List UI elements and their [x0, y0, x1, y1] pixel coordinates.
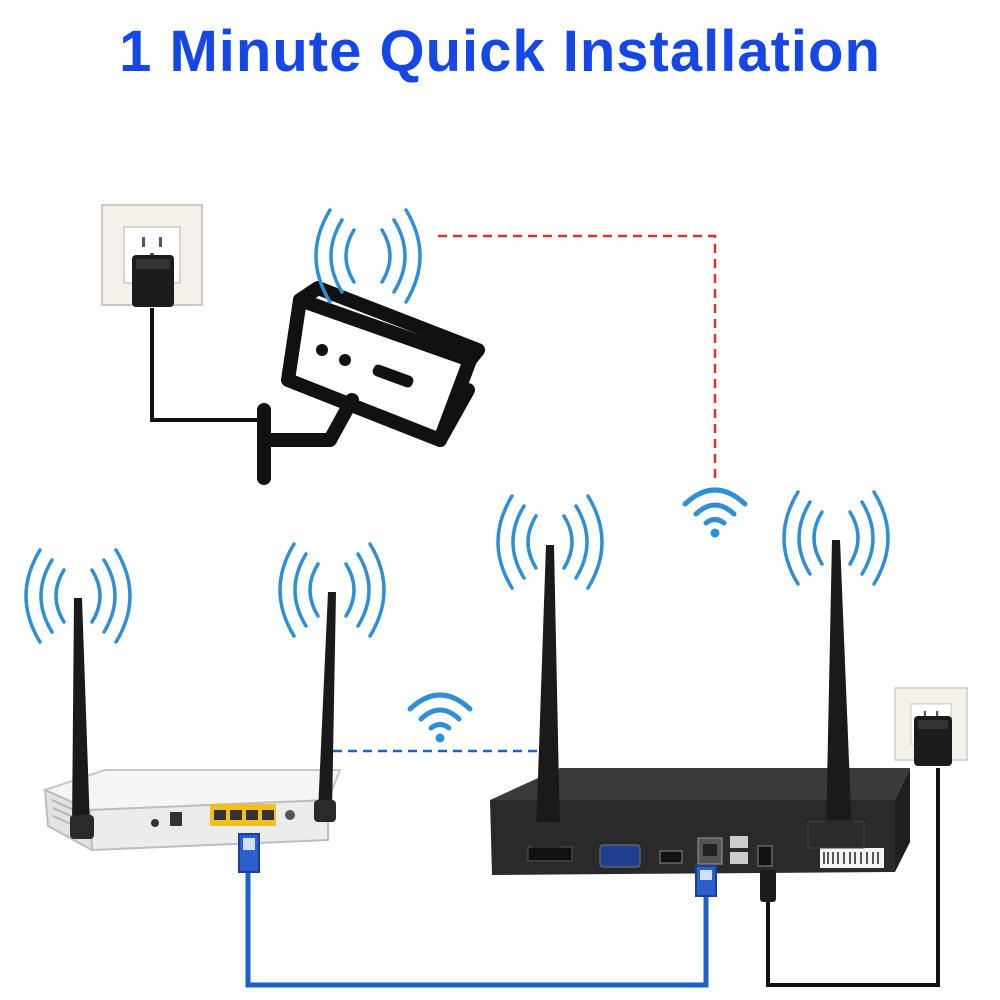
camera-power-adapter [132, 255, 174, 307]
nvr-lan-plug [695, 865, 717, 897]
wifi-icon [682, 487, 748, 538]
page-title: 1 Minute Quick Installation [119, 19, 881, 84]
camera-details [316, 344, 414, 388]
nvr-antenna-left [532, 545, 562, 848]
nvr-power-plug [760, 870, 776, 902]
router-lan-plug [238, 833, 260, 873]
nvr-wifi-waves [496, 490, 890, 590]
security-camera-icon [257, 281, 485, 485]
router-antenna-left [70, 598, 94, 839]
nvr-antenna-right [824, 540, 854, 846]
router-antenna-right [314, 592, 336, 822]
nvr-power-adapter [914, 716, 952, 766]
lan-cable [245, 870, 709, 988]
camera-power-cable [150, 308, 268, 422]
wifi-icon [407, 692, 473, 743]
nvr-power-cable [766, 768, 940, 987]
camera-nvr-wireless-link [438, 234, 717, 480]
nvr-recorder-icon [490, 768, 910, 875]
